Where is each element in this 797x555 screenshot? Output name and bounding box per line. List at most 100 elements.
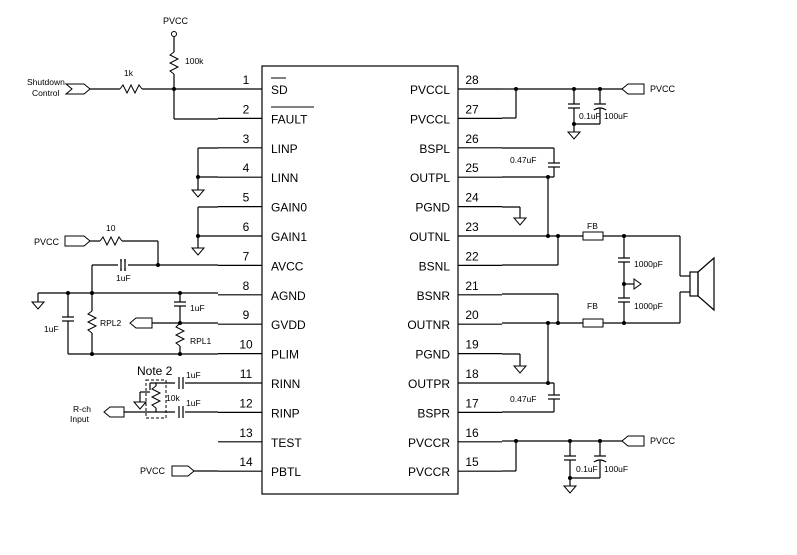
- c-01uf-top-label: 0.1uF: [579, 111, 601, 121]
- shutdown-label-1: Shutdown: [27, 77, 65, 87]
- pin-number: 26: [465, 132, 479, 146]
- pin-number: 10: [239, 338, 253, 352]
- note2-label: Note 2: [137, 364, 173, 378]
- pin-name: OUTNR: [407, 318, 450, 332]
- pin-name: GAIN0: [271, 201, 307, 215]
- c-1000pf-bot-label: 1000pF: [634, 301, 663, 311]
- pin-number: 6: [243, 220, 250, 234]
- pin-name: FAULT: [271, 112, 308, 126]
- pin-number: 8: [243, 279, 250, 293]
- ground-symbol-speaker: [633, 278, 642, 290]
- pin-name: GVDD: [271, 318, 306, 332]
- pin-number: 20: [465, 308, 479, 322]
- pin-number: 7: [243, 249, 250, 263]
- ground-symbol-agnd: [30, 301, 46, 310]
- note2-box: [145, 379, 167, 419]
- r1k-label: 1k: [124, 68, 134, 78]
- pin-name: SD: [271, 83, 288, 97]
- pin-left-1: 1SD: [218, 73, 288, 97]
- pin-name: PVCCR: [408, 436, 450, 450]
- pin-name: BSPR: [417, 406, 450, 420]
- pvcc-right-top-connector: [621, 83, 645, 95]
- pin-number: 24: [465, 191, 479, 205]
- fb-top-label: FB: [587, 221, 598, 231]
- resistor-10k: [150, 385, 162, 409]
- pin-number: 15: [465, 455, 479, 469]
- c-100uf-top-label: 100uF: [604, 111, 628, 121]
- pin-number: 23: [465, 220, 479, 234]
- pvcc-avcc-label: PVCC: [34, 237, 60, 247]
- speaker-magnet: [689, 271, 699, 297]
- rch-input-connector: [103, 406, 125, 418]
- pin-name: PVCCL: [410, 112, 450, 126]
- c-rinn-label: 1uF: [186, 370, 201, 380]
- pin-number: 25: [465, 161, 479, 175]
- c-gvdd-label: 1uF: [190, 303, 205, 313]
- rpl2-label: RPL2: [100, 318, 122, 328]
- speaker-cone: [697, 256, 715, 312]
- ground-symbol-linn: [190, 189, 206, 198]
- pin-name: PGND: [415, 348, 450, 362]
- r10-label: 10: [106, 223, 116, 233]
- ferrite-bead-bot: [582, 318, 604, 328]
- pvcc-top-label: PVCC: [163, 16, 189, 26]
- pin-number: 4: [243, 161, 250, 175]
- pvcc-right-top-label: PVCC: [650, 84, 676, 94]
- c-047-top-label: 0.47uF: [510, 155, 536, 165]
- ground-symbol-pvccl: [566, 131, 582, 140]
- rch-label-1: R-ch: [73, 404, 91, 414]
- c-1000pf-top-label: 1000pF: [634, 259, 663, 269]
- ferrite-bead-top: [582, 231, 604, 241]
- pin-number: 5: [243, 191, 250, 205]
- r10k-label: 10k: [166, 393, 180, 403]
- pin-name: PGND: [415, 201, 450, 215]
- pin-number: 17: [465, 396, 479, 410]
- pin-name: AGND: [271, 289, 306, 303]
- pin-number: 1: [243, 73, 250, 87]
- pvcc-top-terminal: [171, 31, 177, 37]
- c-047-bot-label: 0.47uF: [510, 394, 536, 404]
- pin-number: 14: [239, 455, 253, 469]
- pin-name: RINN: [271, 377, 300, 391]
- ic-body: [261, 65, 459, 495]
- pin-number: 13: [239, 426, 253, 440]
- fb-bot-label: FB: [587, 301, 598, 311]
- pin-number: 12: [239, 396, 253, 410]
- pin-number: 16: [465, 426, 479, 440]
- ground-symbol-pvccr: [562, 485, 578, 494]
- pin-name: AVCC: [271, 259, 304, 273]
- resistor-rpl2: [86, 310, 98, 334]
- resistor-100k: [168, 51, 180, 75]
- pvcc-pbtl-connector: [171, 465, 195, 477]
- pin-number: 18: [465, 367, 479, 381]
- pin-name: RINP: [271, 406, 300, 420]
- ground-symbol-pgnd-24: [512, 217, 528, 226]
- pin-name: PBTL: [271, 465, 301, 479]
- resistor-rpl1: [174, 322, 186, 347]
- pin-name: OUTPL: [410, 171, 450, 185]
- pin-name: PVCCL: [410, 83, 450, 97]
- ground-symbol-pgnd-19: [512, 365, 528, 374]
- pin-number: 19: [465, 338, 479, 352]
- pin-name: GAIN1: [271, 230, 307, 244]
